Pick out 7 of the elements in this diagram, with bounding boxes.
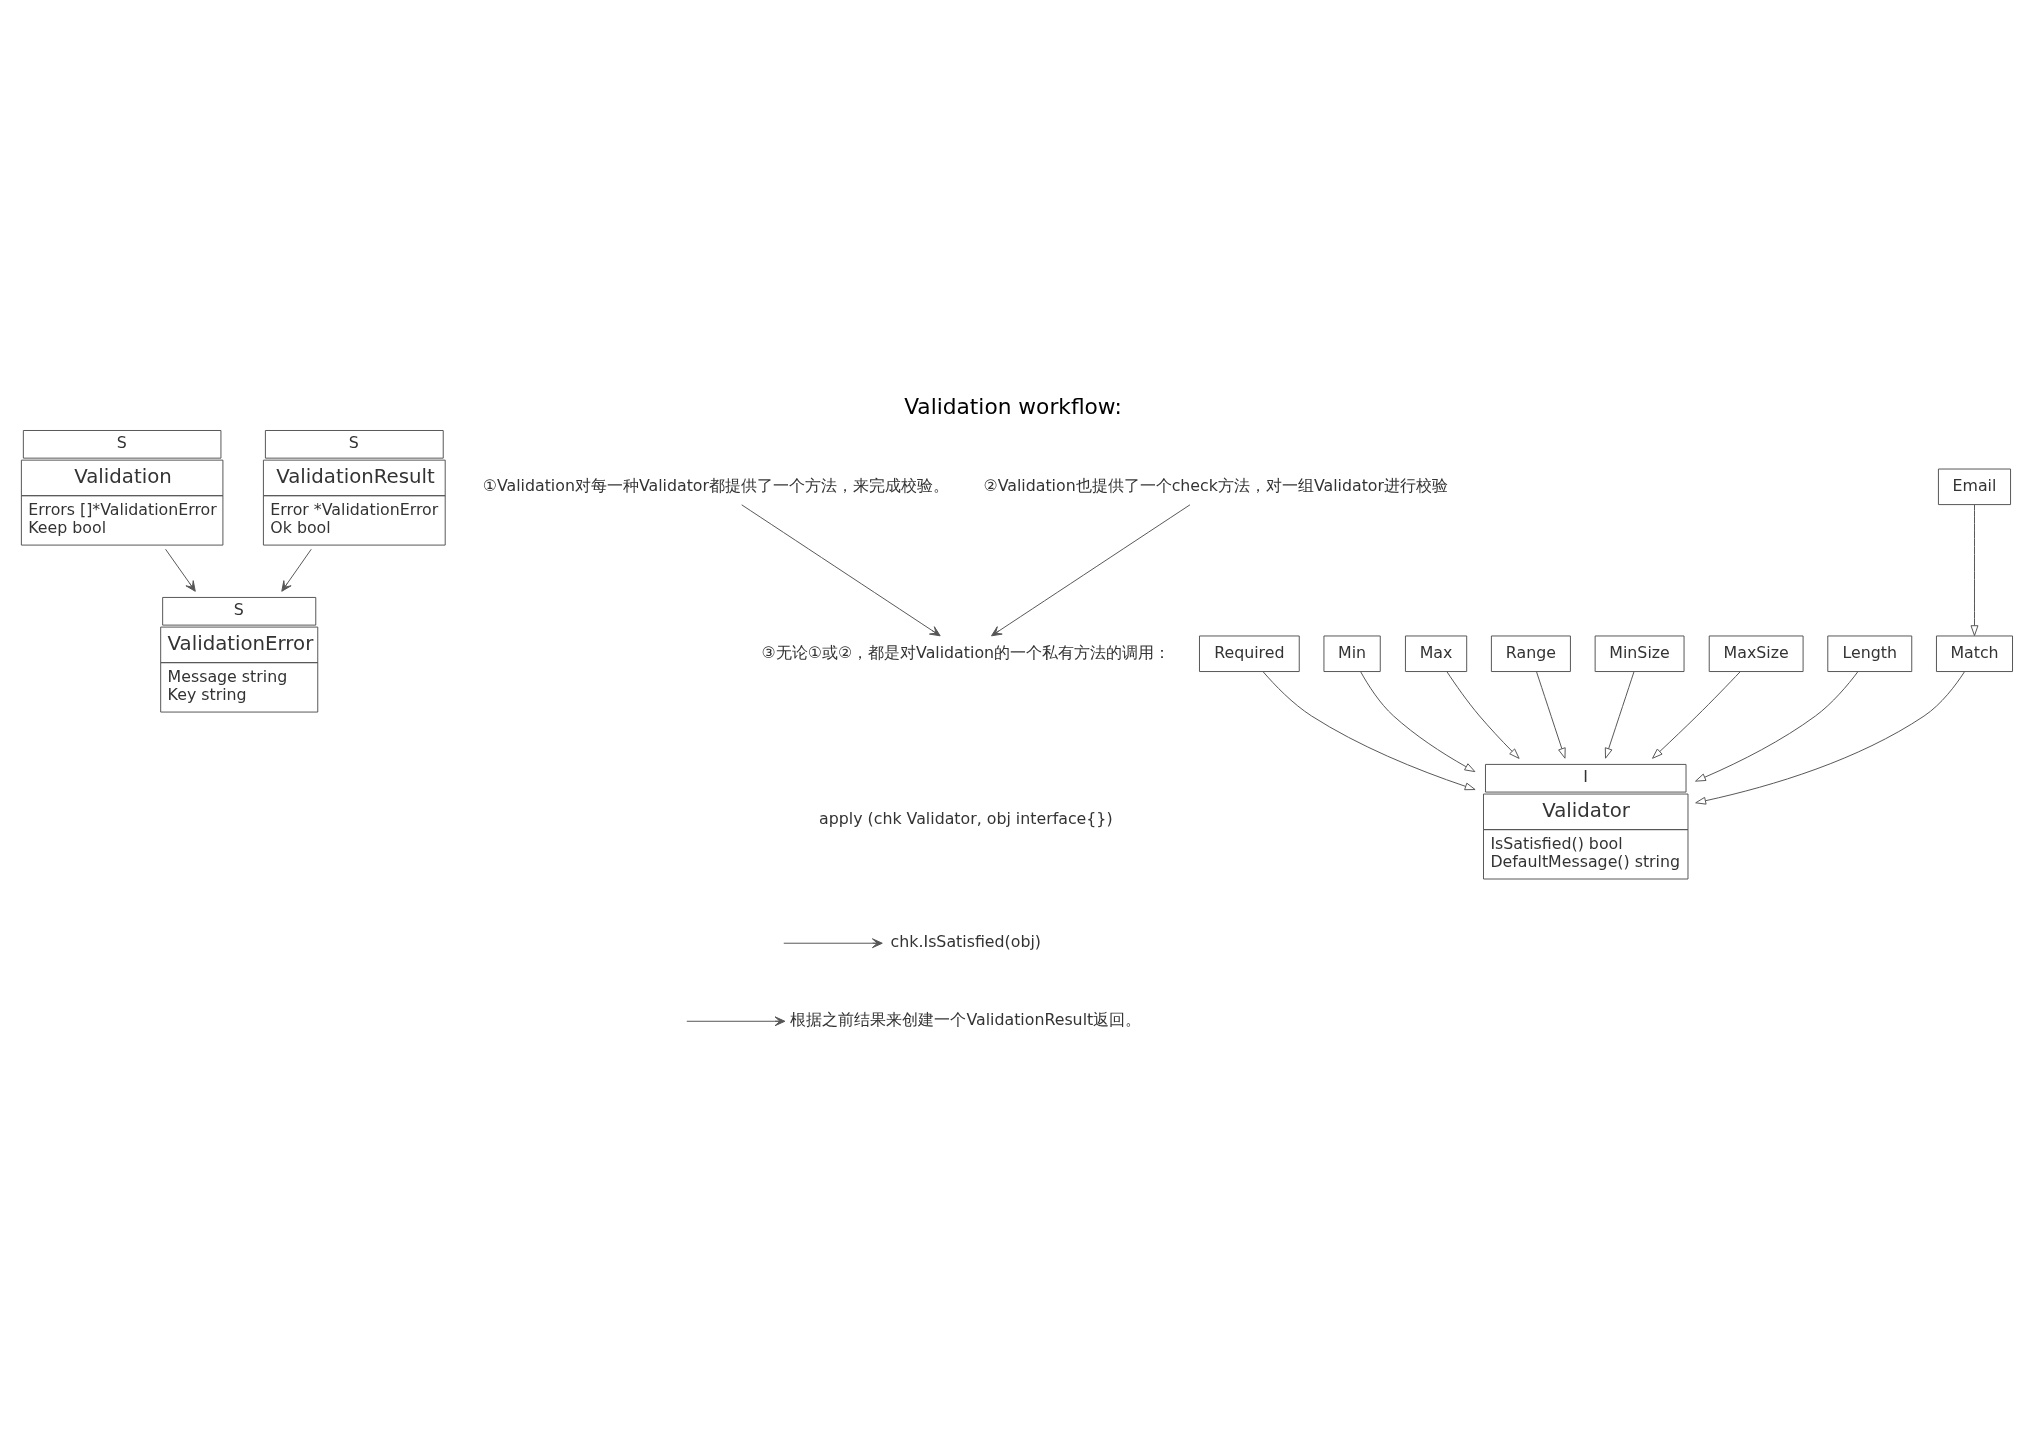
node-text: ②Validation也提供了一个check方法，对一组Validator进行校验 <box>983 475 1449 495</box>
node-text: ①Validation对每一种Validator都提供了一个方法，来完成校验。 <box>482 475 950 495</box>
node-text: ③无论①或②，都是对Validation的一个私有方法的调用： <box>761 642 1171 662</box>
diagram-title: Validation workflow: <box>904 394 1122 420</box>
label: apply (chk Validator, obj interface{}) <box>819 809 1113 829</box>
node-text: chk.IsSatisfied(obj) <box>890 931 1042 951</box>
node-text: 根据之前结果来创建一个ValidationResult返回。 <box>790 1010 1142 1030</box>
